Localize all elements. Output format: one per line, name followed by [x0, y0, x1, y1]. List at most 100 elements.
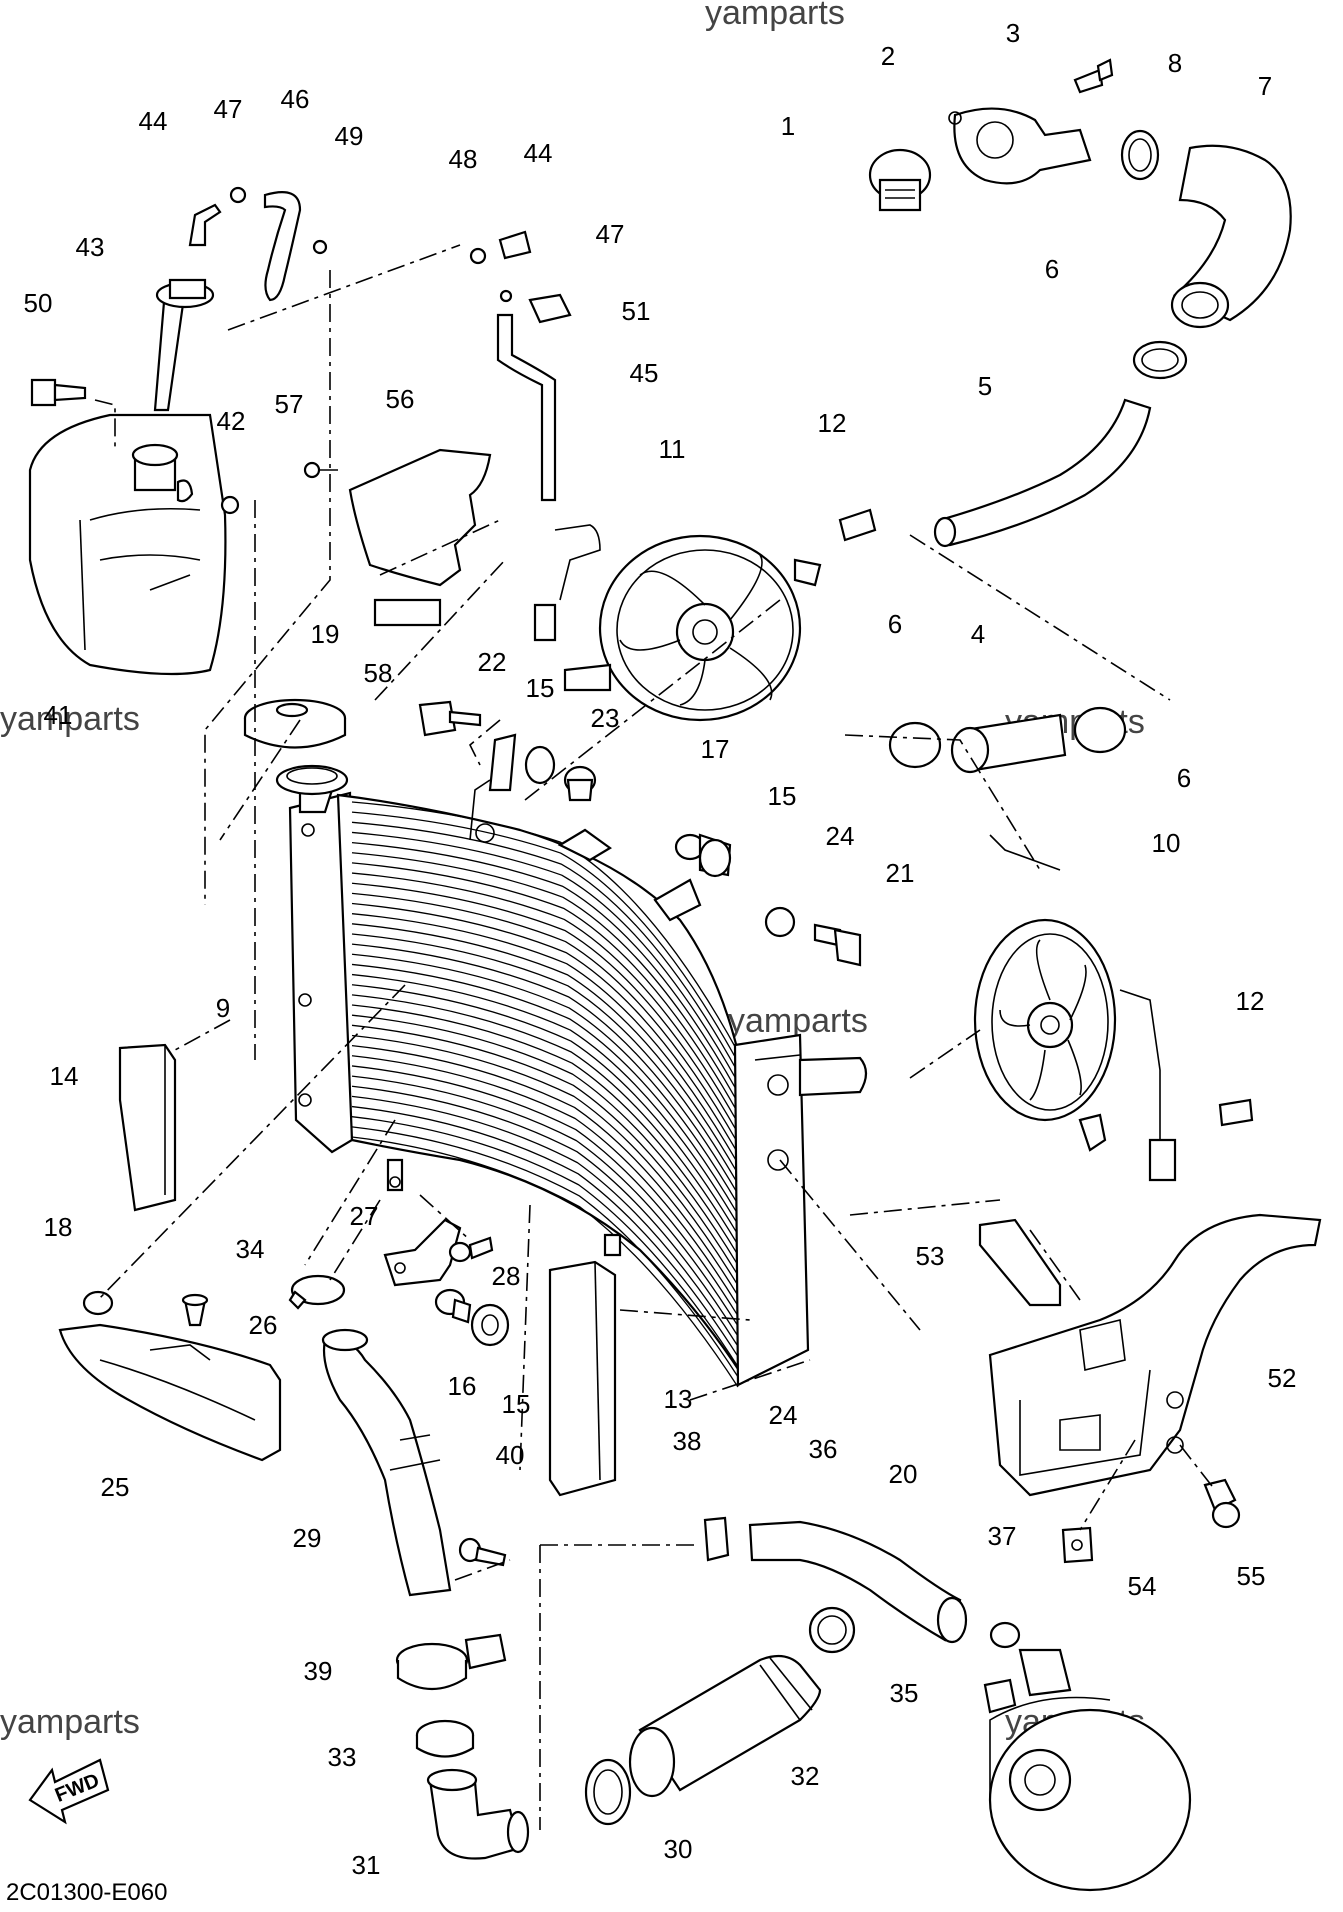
- callout-56: 56: [386, 384, 415, 414]
- bolt-50: [30, 378, 87, 407]
- hardware-top: [418, 700, 597, 802]
- bolt-28: [448, 1236, 494, 1263]
- clamp-8: [1120, 129, 1160, 181]
- callout-58: 58: [364, 658, 393, 688]
- radiator-fin: [351, 994, 739, 1246]
- clamp-6-upper: [1132, 340, 1188, 380]
- side-cover-56: [303, 448, 492, 627]
- collar-16: [434, 1288, 472, 1324]
- oil-cooler: [983, 1648, 1192, 1892]
- radiator-fin: [351, 862, 739, 1114]
- callout-23: 23: [591, 703, 620, 733]
- callout-36: 36: [809, 1434, 838, 1464]
- callout-24: 24: [826, 821, 855, 851]
- clamp-33: [415, 1719, 475, 1758]
- radiator-cap: [243, 698, 347, 749]
- callout-51: 51: [622, 296, 651, 326]
- clamp-34: [288, 1274, 346, 1310]
- radiator-fin: [351, 1095, 739, 1347]
- radiator-fin: [351, 1065, 739, 1317]
- fwd-arrow-icon: FWD: [28, 1758, 110, 1825]
- callout-55: 55: [1237, 1561, 1266, 1591]
- clamp-30: [584, 1758, 632, 1826]
- radiator-fin: [351, 953, 739, 1205]
- grommet-18: [82, 1290, 114, 1316]
- radiator-fin: [351, 1044, 739, 1296]
- clamp-37: [989, 1621, 1021, 1649]
- rivet-26: [181, 1293, 209, 1327]
- hose-32: [628, 1654, 822, 1798]
- radiator-fin: [351, 973, 739, 1225]
- hose-4: [888, 706, 1127, 774]
- clamp-35: [808, 1606, 856, 1654]
- radiator-fin: [351, 1105, 739, 1357]
- radiator-fin: [351, 1034, 739, 1286]
- radiator-fin: [351, 1004, 739, 1256]
- thermostat-cover-2: [948, 107, 1092, 185]
- air-guide-25: [58, 1323, 282, 1462]
- callout-4: 4: [971, 619, 985, 649]
- watermark-text: yamparts: [0, 1703, 140, 1741]
- bolt-40: [458, 1537, 507, 1567]
- callout-26: 26: [249, 1310, 278, 1340]
- callout-11: 11: [659, 434, 686, 464]
- clip-38: [703, 1516, 730, 1562]
- callout-48: 48: [449, 144, 478, 174]
- cooling-fan-11: [533, 524, 822, 722]
- radiator-fin: [351, 852, 739, 1104]
- bracket-52: [988, 1213, 1322, 1497]
- callout-6: 6: [1045, 254, 1059, 284]
- callout-22: 22: [478, 647, 507, 677]
- callout-29: 29: [293, 1523, 322, 1553]
- pad-53: [978, 1218, 1062, 1307]
- radiator-fin: [351, 821, 739, 1073]
- radiator-fin: [351, 984, 739, 1236]
- callout-15: 15: [526, 673, 555, 703]
- radiator-fin: [351, 882, 739, 1134]
- radiator-fin: [351, 913, 739, 1164]
- radiator-fin: [351, 902, 739, 1154]
- radiator-fin: [351, 1024, 739, 1276]
- callout-17: 17: [701, 734, 730, 764]
- cooling-fan-10: [973, 834, 1177, 1182]
- radiator-fin: [351, 933, 739, 1185]
- callout-31: 31: [352, 1850, 381, 1880]
- radiator-fin: [351, 1085, 739, 1337]
- callout-52: 52: [1268, 1363, 1297, 1393]
- hardware-right: [674, 508, 1254, 1127]
- pad-14: [118, 1043, 177, 1212]
- callout-35: 35: [890, 1678, 919, 1708]
- callout-44: 44: [139, 106, 168, 136]
- callout-43: 43: [76, 232, 105, 262]
- callout-8: 8: [1168, 48, 1182, 78]
- radiator-fin: [351, 872, 739, 1124]
- callout-46: 46: [281, 84, 310, 114]
- callout-7: 7: [1258, 71, 1272, 101]
- callout-9: 9: [216, 993, 230, 1023]
- breather-hose-assembly: [153, 186, 572, 502]
- radiator-fin: [351, 1055, 739, 1307]
- callout-27: 27: [350, 1201, 379, 1231]
- callout-37: 37: [988, 1521, 1017, 1551]
- callout-38: 38: [673, 1426, 702, 1456]
- callout-15: 15: [768, 781, 797, 811]
- callout-14: 14: [50, 1061, 79, 1091]
- callout-3: 3: [1006, 18, 1020, 48]
- hose-5: [933, 398, 1152, 548]
- callout-19: 19: [311, 619, 340, 649]
- callout-33: 33: [328, 1742, 357, 1772]
- radiator-fin: [351, 1075, 739, 1327]
- radiator-fin: [351, 1116, 739, 1368]
- connection-lines: [94, 244, 1216, 1830]
- callout-47: 47: [214, 94, 243, 124]
- radiator-fin: [351, 811, 739, 1063]
- callout-10: 10: [1152, 828, 1181, 858]
- callout-45: 45: [630, 358, 659, 388]
- radiator-fin: [351, 923, 739, 1175]
- hose-7: [1170, 144, 1292, 329]
- callout-39: 39: [304, 1656, 333, 1686]
- hose-31: [426, 1768, 530, 1860]
- filler-neck: [275, 764, 349, 796]
- radiator-fin: [351, 1136, 739, 1388]
- callout-28: 28: [492, 1261, 521, 1291]
